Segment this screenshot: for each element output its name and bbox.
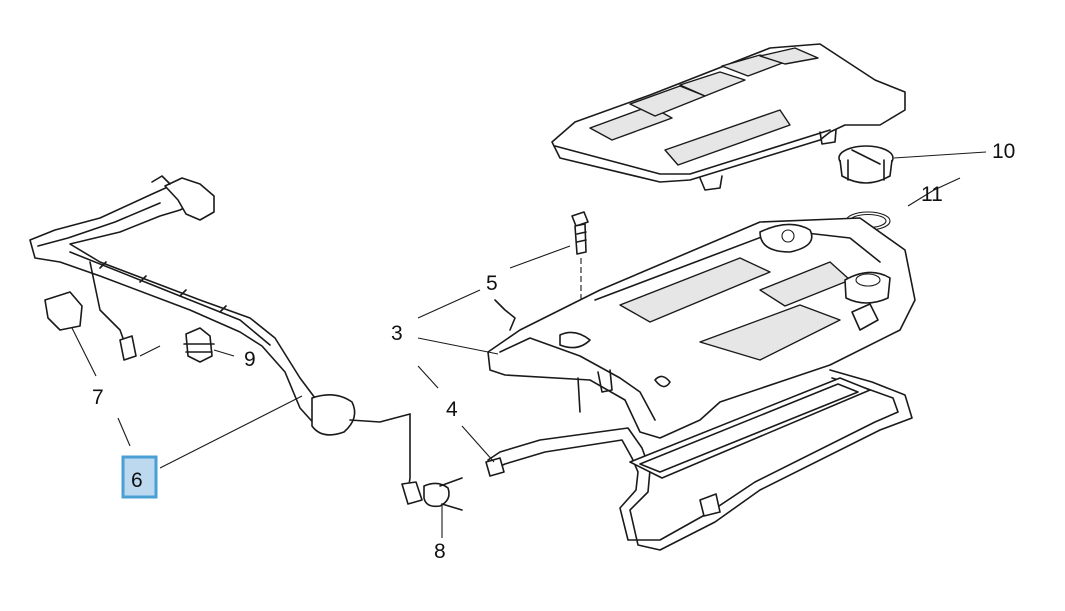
- callout-6-highlight-box: [121, 455, 158, 499]
- callout-5: 5: [486, 272, 498, 295]
- harness-clip-part: [183, 327, 215, 363]
- leader-4: [461, 425, 495, 463]
- leader-9: [213, 349, 235, 357]
- engine-cover-part: [551, 43, 906, 191]
- callout-3: 3: [391, 322, 403, 345]
- callout-6: 6: [131, 469, 143, 492]
- wiring-harness-part: [29, 175, 423, 505]
- leader-9b: [139, 345, 161, 357]
- leader-6: [159, 395, 303, 469]
- callout-labels: 3 4 5 6 7 8 9 10 11: [92, 140, 1015, 563]
- callout-10: 10: [992, 140, 1015, 163]
- callout-11: 11: [921, 183, 943, 206]
- leader-lines: [71, 151, 987, 538]
- callout-8: 8: [434, 540, 446, 563]
- callout-7: 7: [92, 386, 104, 409]
- leader-7b: [117, 417, 131, 447]
- cylinder-head-cover-part: [487, 217, 916, 439]
- cover-gasket-part: [485, 369, 913, 551]
- leader-3c: [417, 365, 439, 389]
- leader-10: [893, 151, 987, 159]
- sensor-connector-part: [423, 477, 463, 511]
- callout-4: 4: [446, 398, 458, 421]
- leader-11: [907, 177, 961, 207]
- leader-3b: [417, 337, 499, 355]
- leader-5: [509, 245, 571, 269]
- callout-9: 9: [244, 348, 256, 371]
- leader-7a: [71, 327, 97, 377]
- oil-filler-cap-part: [838, 145, 894, 184]
- leader-3a: [417, 289, 481, 319]
